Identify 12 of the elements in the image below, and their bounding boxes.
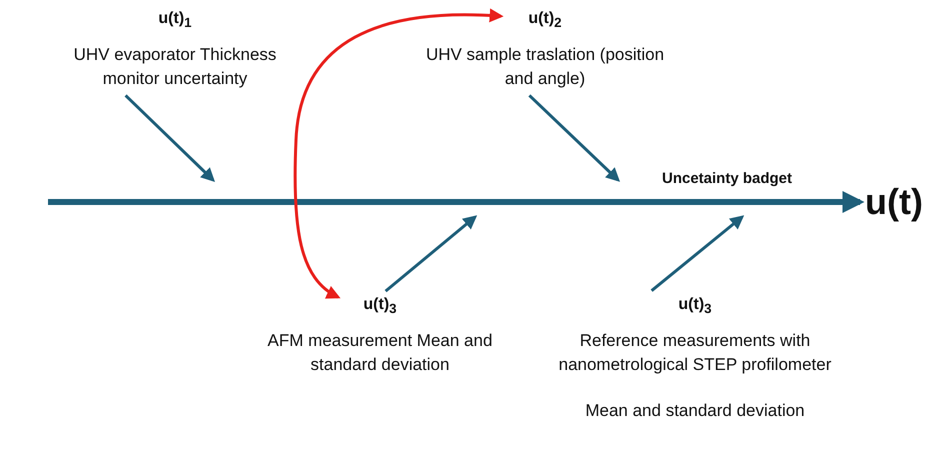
spine-arrow bbox=[48, 191, 864, 213]
arrow bbox=[650, 215, 744, 292]
arrow bbox=[294, 8, 504, 299]
axis-label: Uncetainty badget bbox=[662, 170, 792, 187]
cause-text: u(t)$_{3}$ Reference measurements with nanometrological STEP profilometer Mean and standard deviation bbox=[540, 292, 850, 424]
arrow bbox=[124, 94, 215, 182]
cause-text: u(t)$_{3}$ AFM measurement Mean and standard deviation bbox=[240, 292, 520, 378]
arrow bbox=[528, 94, 620, 182]
cause-text: u(t)$_{2}$ UHV sample traslation (position and angle) bbox=[415, 6, 675, 92]
result-label: u(t) bbox=[862, 180, 926, 224]
cause-text: u(t)$_{1}$ UHV evaporator Thickness monitor uncertainty bbox=[45, 6, 305, 92]
arrow bbox=[384, 215, 478, 292]
